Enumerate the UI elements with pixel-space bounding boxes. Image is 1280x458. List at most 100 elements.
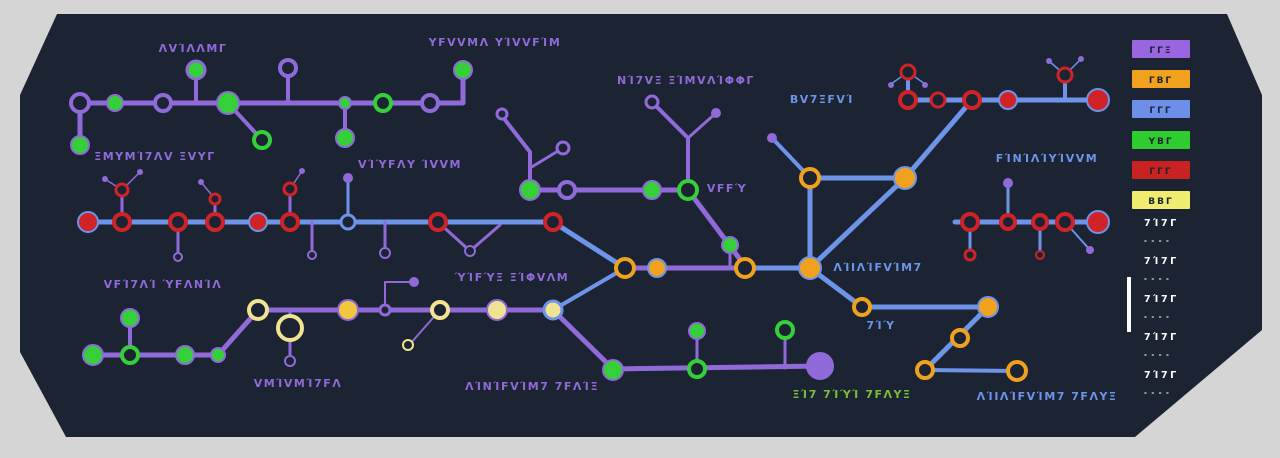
station-node[interactable] [82, 344, 104, 366]
station-node[interactable] [898, 90, 918, 110]
legend-swatch[interactable] [1132, 131, 1190, 149]
legend-label: ΓΒΓ [1149, 76, 1173, 86]
sidebar-entry[interactable]: 7Ί7Γ [1144, 294, 1179, 305]
station-node[interactable] [602, 359, 624, 381]
route-line [384, 281, 414, 311]
station-node[interactable] [929, 91, 947, 109]
station-node[interactable] [428, 212, 448, 232]
station-node[interactable] [486, 299, 508, 321]
station-node[interactable] [721, 236, 739, 254]
station-node[interactable] [775, 320, 795, 340]
station-node[interactable] [519, 179, 541, 201]
station-node[interactable] [899, 63, 917, 81]
station-node[interactable] [962, 90, 982, 110]
station-node[interactable] [278, 58, 298, 78]
station-node[interactable] [106, 94, 124, 112]
station-node[interactable] [1086, 210, 1110, 234]
sidebar-entry[interactable]: 7Ί7Γ [1144, 370, 1179, 381]
station-node[interactable] [1006, 360, 1028, 382]
station-node[interactable] [112, 212, 132, 232]
station-node[interactable] [120, 308, 140, 328]
station-node[interactable] [1055, 212, 1075, 232]
legend-swatch[interactable] [1132, 40, 1190, 58]
station-node[interactable] [614, 257, 636, 279]
station-node[interactable] [335, 128, 355, 148]
map-label: ΞΜΥΜΊ7ΛV ΞVΥΓ [94, 150, 215, 163]
scrollbar-thumb[interactable] [1127, 277, 1131, 332]
station-node[interactable] [248, 212, 268, 232]
map-label: ΝΊ7VΞ ΞΊΜVΛΊΦΦΓ [617, 74, 755, 87]
station-node[interactable] [799, 167, 821, 189]
sidebar-entry[interactable]: 7Ί7Γ [1144, 218, 1179, 229]
deco-dot [1046, 58, 1052, 64]
station-node[interactable] [276, 314, 304, 342]
deco-dot [102, 176, 108, 182]
map-label: 7ΊΎ [866, 319, 895, 332]
deco-dot [299, 168, 305, 174]
station-node[interactable] [647, 258, 667, 278]
sidebar-entry-dashes: - - - - [1144, 275, 1170, 283]
station-node[interactable] [950, 328, 970, 348]
station-node[interactable] [1031, 213, 1049, 231]
station-node[interactable] [205, 212, 225, 232]
station-node[interactable] [960, 212, 980, 232]
station-node[interactable] [543, 212, 563, 232]
station-node[interactable] [120, 345, 140, 365]
map-label: ΞΊ7 7ΊΎΊ 7ϜΛΥΞ [793, 388, 912, 401]
station-node[interactable] [642, 180, 662, 200]
station-node[interactable] [168, 212, 188, 232]
station-node[interactable] [1056, 66, 1074, 84]
legend-swatch[interactable] [1132, 70, 1190, 88]
station-node[interactable] [247, 299, 269, 321]
deco-dot [208, 192, 222, 206]
station-node[interactable] [373, 93, 393, 113]
station-node[interactable] [798, 256, 822, 280]
legend-swatch[interactable] [1132, 161, 1190, 179]
deco-dot [1003, 178, 1013, 188]
station-node[interactable] [999, 213, 1017, 231]
station-node[interactable] [420, 93, 440, 113]
station-node[interactable] [337, 299, 359, 321]
route-line [551, 266, 627, 312]
station-node[interactable] [893, 166, 917, 190]
station-node[interactable] [1086, 88, 1110, 112]
station-node[interactable] [69, 92, 91, 114]
station-node[interactable] [977, 296, 999, 318]
route-line [685, 187, 748, 269]
station-node[interactable] [806, 352, 834, 380]
station-node[interactable] [339, 213, 357, 231]
station-node[interactable] [852, 297, 872, 317]
map-label: ϜΊΝΊΛΊΥΊVVΜ [996, 152, 1098, 165]
station-node[interactable] [688, 322, 706, 340]
station-node[interactable] [998, 90, 1018, 110]
sidebar-entry-dashes: - - - - [1144, 389, 1170, 397]
sidebar-entry[interactable]: 7Ί7Γ [1144, 256, 1179, 267]
map-label: ΛΊΝΊϜVΊΜ7 7ϜΛΊΞ [465, 380, 599, 393]
station-node[interactable] [175, 345, 195, 365]
station-node[interactable] [153, 93, 173, 113]
deco-dot [378, 303, 392, 317]
station-node[interactable] [430, 300, 450, 320]
station-node[interactable] [77, 211, 99, 233]
station-node[interactable] [252, 130, 272, 150]
sidebar-entry[interactable]: 7Ί7Γ [1144, 332, 1179, 343]
station-node[interactable] [185, 59, 207, 81]
station-node[interactable] [687, 359, 707, 379]
station-node[interactable] [542, 299, 564, 321]
station-node[interactable] [210, 347, 226, 363]
station-node[interactable] [453, 60, 473, 80]
legend-swatch[interactable] [1132, 191, 1190, 209]
station-node[interactable] [280, 212, 300, 232]
station-node[interactable] [338, 96, 352, 110]
station-node[interactable] [915, 360, 935, 380]
legend-swatch[interactable] [1132, 100, 1190, 118]
sidebar-entry-dashes: - - - - [1144, 313, 1170, 321]
route-line [923, 368, 1019, 373]
deco-dot [379, 247, 391, 259]
station-node[interactable] [70, 135, 90, 155]
station-node[interactable] [557, 180, 577, 200]
station-node[interactable] [677, 179, 699, 201]
station-node[interactable] [734, 257, 756, 279]
map-label: VϜϜΎ [707, 182, 747, 195]
station-node[interactable] [216, 91, 240, 115]
